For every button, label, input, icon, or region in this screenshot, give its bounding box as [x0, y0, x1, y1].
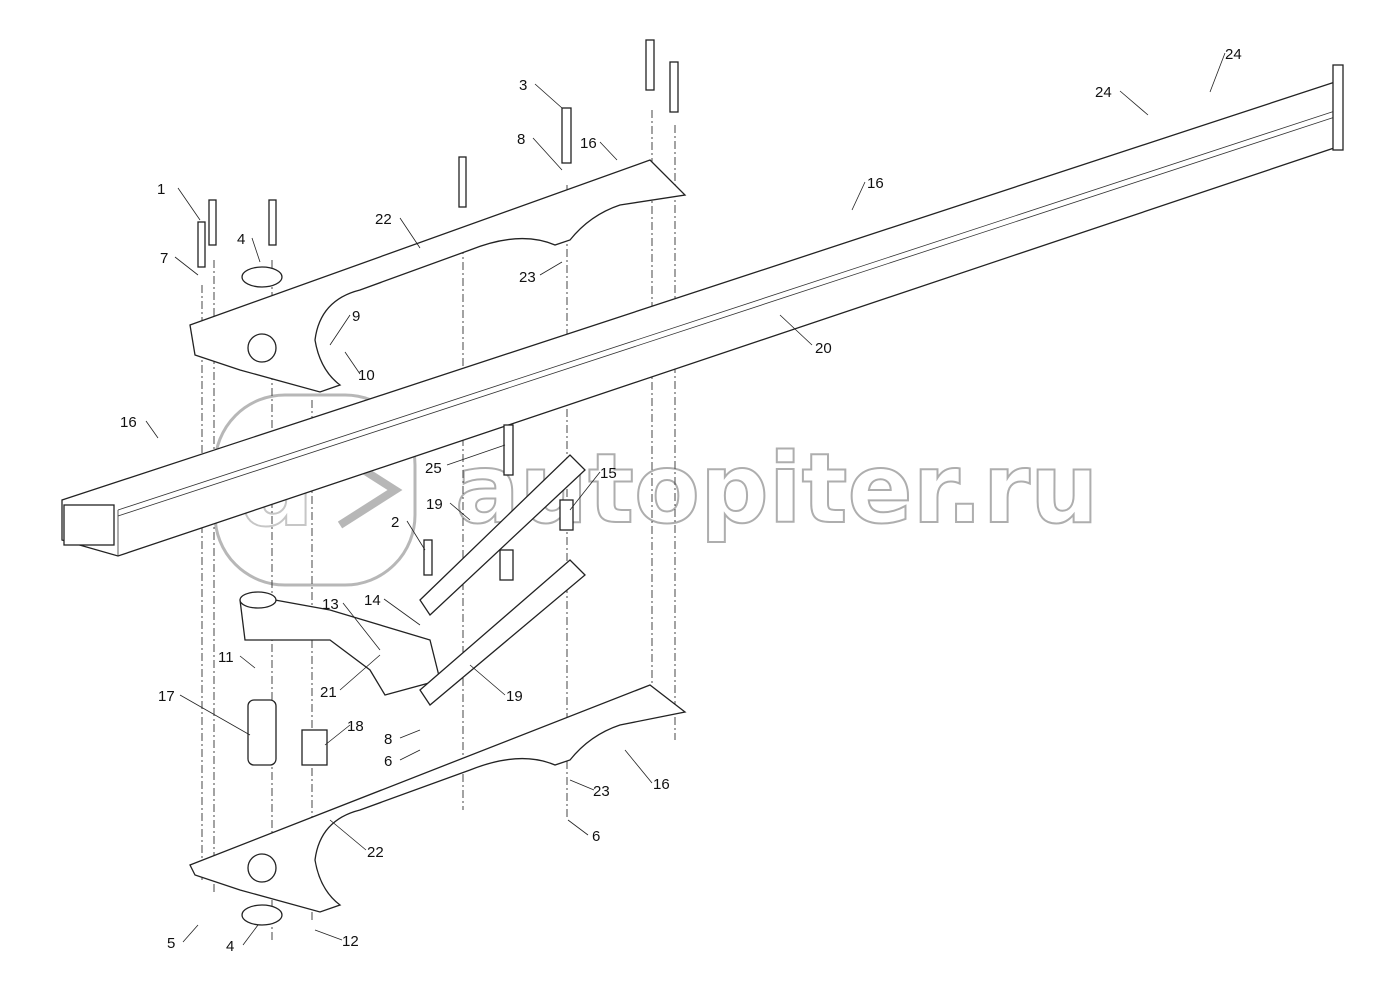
label-21: 21 — [320, 684, 337, 701]
bolts — [197, 39, 679, 576]
label-4: 4 — [237, 231, 245, 248]
label-3: 3 — [519, 77, 527, 94]
label-23: 23 — [519, 269, 536, 286]
label-14: 14 — [364, 592, 381, 609]
label-13: 13 — [322, 596, 339, 613]
arm-bracket — [239, 594, 441, 696]
label-20: 20 — [815, 340, 832, 357]
label-17: 17 — [158, 688, 175, 705]
label-7: 7 — [160, 250, 168, 267]
label-8: 8 — [384, 731, 392, 748]
label-15: 15 — [600, 465, 617, 482]
leader-lines — [145, 52, 1226, 946]
label-6: 6 — [384, 753, 392, 770]
sensor — [301, 729, 328, 766]
frame-beam — [61, 64, 1344, 557]
part-labels: 1 7 4 22 3 8 16 23 9 10 16 24 24 20 16 2… — [120, 46, 1242, 955]
link-upper — [419, 454, 586, 616]
label-2: 2 — [391, 514, 399, 531]
label-22: 22 — [375, 211, 392, 228]
lower-plate — [189, 684, 687, 913]
label-6: 6 — [592, 828, 600, 845]
upper-plate — [189, 159, 687, 393]
label-24: 24 — [1225, 46, 1242, 63]
label-10: 10 — [358, 367, 375, 384]
label-9: 9 — [352, 308, 360, 325]
label-18: 18 — [347, 718, 364, 735]
label-25: 25 — [425, 460, 442, 477]
label-11: 11 — [218, 649, 234, 666]
label-19: 19 — [506, 688, 523, 705]
label-16: 16 — [653, 776, 670, 793]
label-16: 16 — [867, 175, 884, 192]
label-23: 23 — [593, 783, 610, 800]
label-4: 4 — [226, 938, 234, 955]
label-16: 16 — [580, 135, 597, 152]
label-12: 12 — [342, 933, 359, 950]
label-16: 16 — [120, 414, 137, 431]
label-24: 24 — [1095, 84, 1112, 101]
kingpin — [247, 699, 277, 766]
label-19: 19 — [426, 496, 443, 513]
link-lower — [419, 559, 586, 706]
label-22: 22 — [367, 844, 384, 861]
label-8: 8 — [517, 131, 525, 148]
label-1: 1 — [157, 181, 165, 198]
label-5: 5 — [167, 935, 175, 952]
